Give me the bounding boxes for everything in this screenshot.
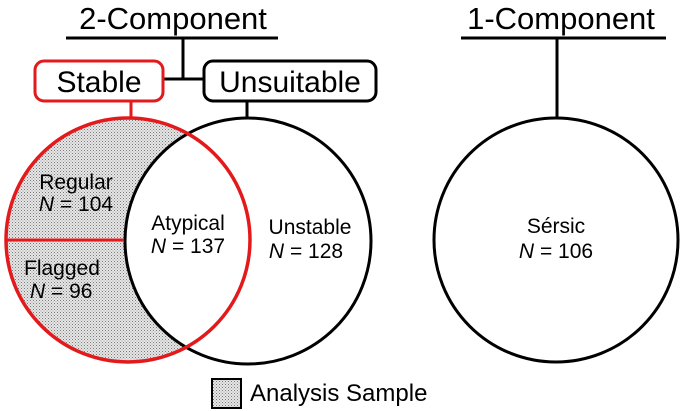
legend-swatch <box>211 378 242 409</box>
header-2-component: 2-Component <box>79 1 267 36</box>
header-1-component: 1-Component <box>467 1 655 36</box>
sersic-label: Sérsic <box>527 215 585 238</box>
sersic-circle <box>432 116 680 364</box>
regular-label: Regular <box>39 171 113 194</box>
unsuitable-box-label: Unsuitable <box>219 66 361 99</box>
unstable-count: N = 128 <box>269 240 343 263</box>
unstable-label: Unstable <box>269 216 352 239</box>
legend-label: Analysis Sample <box>250 380 427 407</box>
stable-box <box>33 59 165 103</box>
intersection-region <box>125 118 250 362</box>
sersic-count: N = 106 <box>519 240 593 263</box>
stable-box-label: Stable <box>56 66 141 99</box>
flagged-count: N = 96 <box>30 280 92 303</box>
stable-circle <box>4 116 252 364</box>
atypical-label: Atypical <box>151 212 225 235</box>
flagged-label: Flagged <box>24 257 100 280</box>
regular-count: N = 104 <box>39 193 113 216</box>
unstable-circle <box>123 116 373 366</box>
unsuitable-box <box>202 59 378 103</box>
atypical-count: N = 137 <box>151 235 225 258</box>
